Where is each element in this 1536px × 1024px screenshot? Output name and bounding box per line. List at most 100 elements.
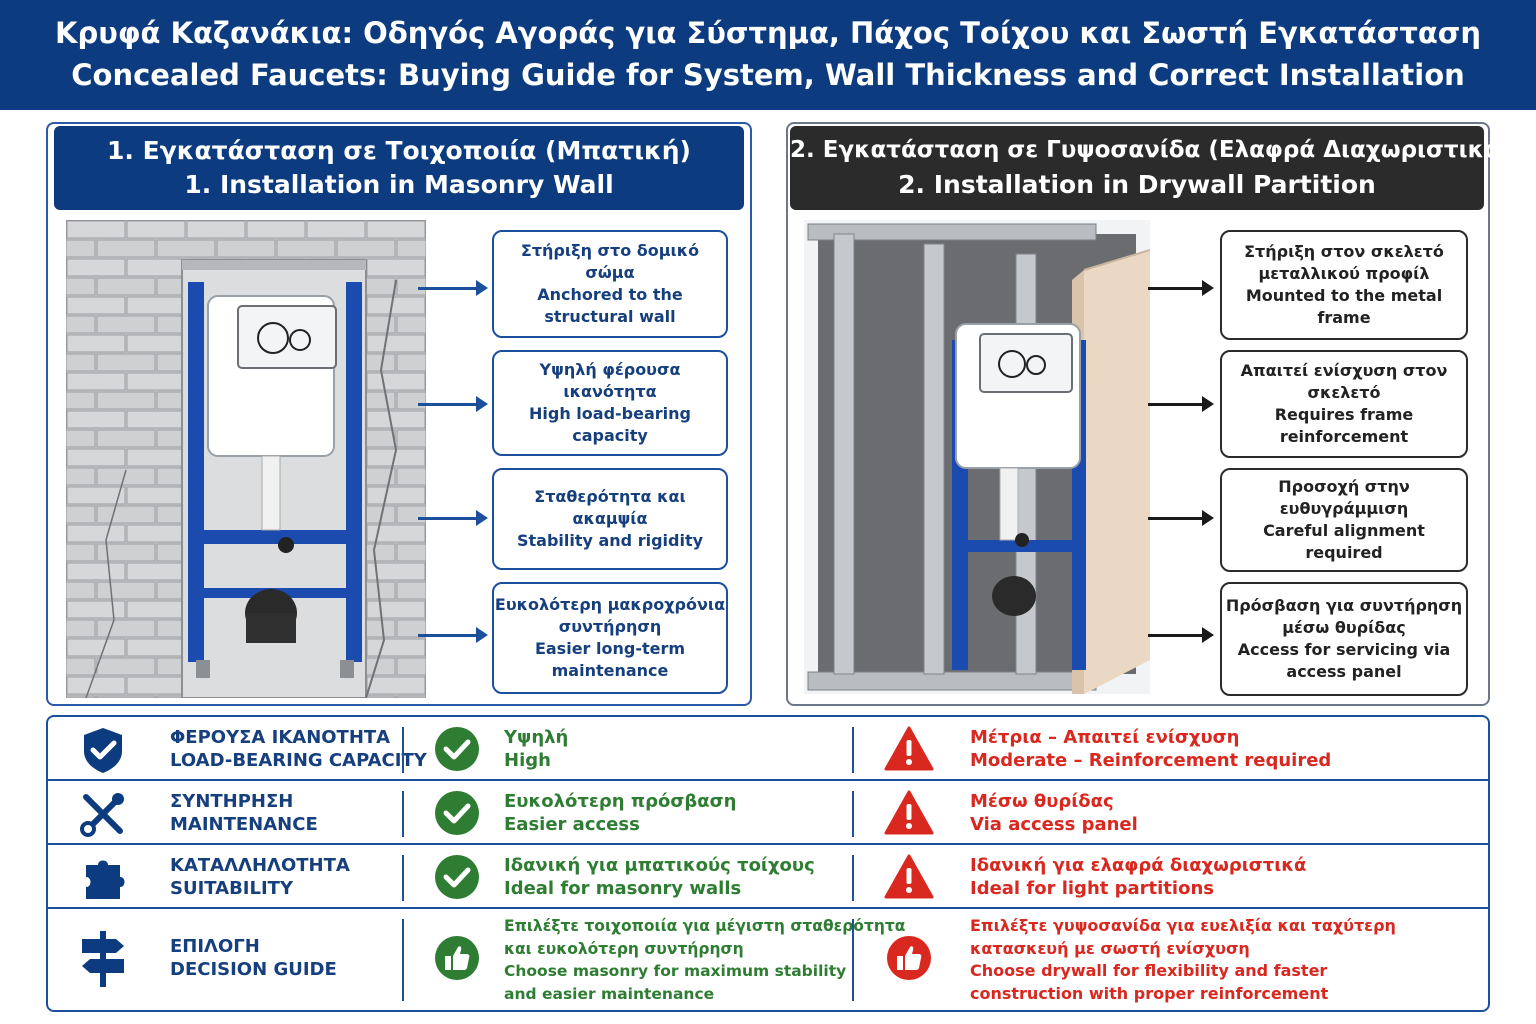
drywall-title-greek: 2. Εγκατάσταση σε Γυψοσανίδα (Ελαφρά Δια…	[790, 137, 1511, 163]
divider	[852, 855, 854, 901]
callout-reinforcement-english: Requires frame reinforcement	[1274, 405, 1414, 446]
masonry-value-english: and easier maintenance	[504, 984, 715, 1003]
divider	[402, 791, 404, 837]
divider	[402, 727, 404, 773]
callout-load-bearing-greek: Υψηλή φέρουσα ικανότητα	[539, 360, 681, 401]
masonry-value-greek: Επιλέξτε τοιχοποιία για μέγιστη σταθερότ…	[504, 917, 906, 935]
callout-stability: Σταθερότητα και ακαμψία Stability and ri…	[492, 468, 728, 570]
masonry-wall-illustration	[66, 220, 426, 698]
arrow-right-icon	[418, 510, 488, 526]
callout-alignment: Προσοχή στην ευθυγράμμιση Careful alignm…	[1220, 468, 1468, 572]
masonry-value: Υψηλή High	[504, 726, 568, 772]
drywall-value-english: Moderate – Reinforcement required	[970, 750, 1332, 771]
callout-maintenance-english: Easier long-term maintenance	[534, 639, 686, 680]
divider	[402, 919, 404, 1001]
row-label-greek: ΦΕΡΟΥΣΑ ΙΚΑΝΟΤΗΤΑ	[170, 727, 391, 748]
arrow-right-icon	[1148, 627, 1214, 643]
masonry-title-greek: 1. Εγκατάσταση σε Τοιχοποιία (Μπατική)	[107, 136, 691, 165]
divider	[402, 855, 404, 901]
drywall-value-greek: Επιλέξτε γυψοσανίδα για ευελιξία και ταχ…	[970, 916, 1396, 935]
drywall-value-greek: Ιδανική για ελαφρά διαχωριστικά	[970, 855, 1307, 876]
masonry-value-english: Easier access	[504, 814, 640, 835]
signpost-icon	[82, 931, 124, 987]
thumbs-up-icon	[435, 936, 479, 980]
callout-access-panel-greek: Πρόσβαση για συντήρηση μέσω θυρίδας	[1225, 596, 1463, 637]
warning-triangle-icon	[884, 726, 934, 771]
row-label: ΚΑΤΑΛΛΗΛΟΤΗΤΑ SUITABILITY	[170, 854, 350, 900]
callout-access-panel: Πρόσβαση για συντήρηση μέσω θυρίδας Acce…	[1220, 582, 1468, 696]
arrow-right-icon	[418, 396, 488, 412]
drywall-value-english: Via access panel	[970, 814, 1138, 835]
drywall-panel-header: 2. Εγκατάσταση σε Γυψοσανίδα (Ελαφρά Δια…	[790, 126, 1511, 210]
drywall-value: Επιλέξτε γυψοσανίδα για ευελιξία και ταχ…	[970, 915, 1396, 1005]
callout-load-bearing: Υψηλή φέρουσα ικανότητα High load-bearin…	[492, 350, 728, 456]
masonry-panel: 1. Εγκατάσταση σε Τοιχοποιία (Μπατική) 1…	[46, 122, 752, 706]
drywall-value: Ιδανική για ελαφρά διαχωριστικά Ideal fo…	[970, 854, 1306, 900]
masonry-value-english: Ideal for masonry walls	[504, 878, 742, 899]
callout-anchored: Στήριξη στο δομικό σώμα Anchored to the …	[492, 230, 728, 338]
drywall-panel: 2. Εγκατάσταση σε Γυψοσανίδα (Ελαφρά Δια…	[786, 122, 1511, 706]
drywall-value-english: Choose drywall for flexibility and faste…	[970, 961, 1328, 980]
callout-metal-frame: Στήριξη στον σκελετό μεταλλικού προφίλ M…	[1220, 230, 1468, 340]
callout-metal-frame-english: Mounted to the metal frame	[1245, 286, 1443, 327]
callout-reinforcement-greek: Απαιτεί ενίσχυση στον σκελετό	[1240, 361, 1448, 402]
masonry-value: Επιλέξτε τοιχοποιία για μέγιστη σταθερότ…	[504, 915, 905, 1005]
drywall-frame-illustration	[804, 220, 1150, 694]
page-title-english: Concealed Faucets: Buying Guide for Syst…	[71, 58, 1465, 92]
row-label: ΕΠΙΛΟΓΗ DECISION GUIDE	[170, 935, 337, 981]
arrow-right-icon	[1148, 510, 1214, 526]
comparison-row-decision-guide: ΕΠΙΛΟΓΗ DECISION GUIDE Επιλέξτε τοιχοποι…	[48, 909, 1488, 1010]
row-label-greek: ΕΠΙΛΟΓΗ	[170, 936, 260, 957]
callout-stability-greek: Σταθερότητα και ακαμψία	[534, 487, 686, 528]
masonry-value-greek: και ευκολότερη συντήρηση	[504, 939, 744, 958]
thumbs-up-icon	[887, 936, 931, 980]
masonry-value-english: Choose masonry for maximum stability	[504, 962, 847, 980]
masonry-value-greek: Υψηλή	[504, 727, 569, 748]
row-label-english: MAINTENANCE	[170, 814, 318, 835]
callout-load-bearing-english: High load-bearing capacity	[529, 404, 691, 445]
row-label-english: SUITABILITY	[170, 878, 293, 899]
row-label-english: DECISION GUIDE	[170, 959, 337, 980]
shield-check-icon	[84, 728, 122, 773]
masonry-value: Ευκολότερη πρόσβαση Easier access	[504, 790, 736, 836]
row-label: ΣΥΝΤΗΡΗΣΗ MAINTENANCE	[170, 790, 318, 836]
drywall-value-greek: κατασκευή με σωστή ενίσχυση	[970, 938, 1250, 958]
check-circle-icon	[435, 727, 479, 771]
puzzle-icon	[86, 860, 125, 899]
arrow-right-icon	[418, 280, 488, 296]
drywall-title-english: 2. Installation in Drywall Partition	[898, 170, 1376, 199]
callout-metal-frame-greek: Στήριξη στον σκελετό μεταλλικού προφίλ	[1244, 242, 1444, 283]
callout-reinforcement: Απαιτεί ενίσχυση στον σκελετό Requires f…	[1220, 350, 1468, 458]
divider	[852, 919, 854, 1001]
drywall-value: Μέσω θυρίδας Via access panel	[970, 790, 1138, 836]
row-label-english: LOAD-BEARING CAPACITY	[170, 750, 427, 771]
masonry-panel-header: 1. Εγκατάσταση σε Τοιχοποιία (Μπατική) 1…	[54, 126, 744, 210]
wrench-screwdriver-icon	[80, 793, 124, 837]
callout-alignment-english: Careful alignment required	[1263, 521, 1425, 562]
masonry-value-greek: Ευκολότερη πρόσβαση	[504, 791, 737, 812]
callout-maintenance: Ευκολότερη μακροχρόνια συντήρηση Easier …	[492, 582, 728, 694]
masonry-title-english: 1. Installation in Masonry Wall	[184, 170, 614, 199]
arrow-right-icon	[418, 627, 488, 643]
title-banner: Κρυφά Καζανάκια: Οδηγός Αγοράς για Σύστη…	[0, 0, 1536, 110]
divider	[852, 791, 854, 837]
callout-stability-english: Stability and rigidity	[516, 531, 704, 550]
callout-access-panel-english: Access for servicing via access panel	[1237, 640, 1451, 681]
comparison-row-maintenance: ΣΥΝΤΗΡΗΣΗ MAINTENANCE Ευκολότερη πρόσβασ…	[48, 781, 1488, 845]
comparison-row-load-bearing: ΦΕΡΟΥΣΑ ΙΚΑΝΟΤΗΤΑ LOAD-BEARING CAPACITY …	[48, 717, 1488, 781]
page-title-greek: Κρυφά Καζανάκια: Οδηγός Αγοράς για Σύστη…	[55, 16, 1481, 50]
row-label: ΦΕΡΟΥΣΑ ΙΚΑΝΟΤΗΤΑ LOAD-BEARING CAPACITY	[170, 726, 427, 772]
arrow-right-icon	[1148, 396, 1214, 412]
warning-triangle-icon	[884, 854, 934, 899]
drywall-value-greek: Μέσω θυρίδας	[970, 791, 1114, 812]
comparison-table: ΦΕΡΟΥΣΑ ΙΚΑΝΟΤΗΤΑ LOAD-BEARING CAPACITY …	[46, 715, 1490, 1012]
warning-triangle-icon	[884, 790, 934, 835]
masonry-value: Ιδανική για μπατικούς τοίχους Ideal for …	[504, 854, 815, 900]
divider	[852, 727, 854, 773]
callout-maintenance-greek: Ευκολότερη μακροχρόνια συντήρηση	[494, 595, 726, 636]
check-circle-icon	[435, 855, 479, 899]
comparison-row-suitability: ΚΑΤΑΛΛΗΛΟΤΗΤΑ SUITABILITY Ιδανική για μπ…	[48, 845, 1488, 909]
row-label-greek: ΣΥΝΤΗΡΗΣΗ	[170, 791, 294, 812]
callout-anchored-greek: Στήριξη στο δομικό σώμα	[520, 241, 700, 282]
drywall-value: Μέτρια – Απαιτεί ενίσχυση Moderate – Rei…	[970, 726, 1331, 772]
